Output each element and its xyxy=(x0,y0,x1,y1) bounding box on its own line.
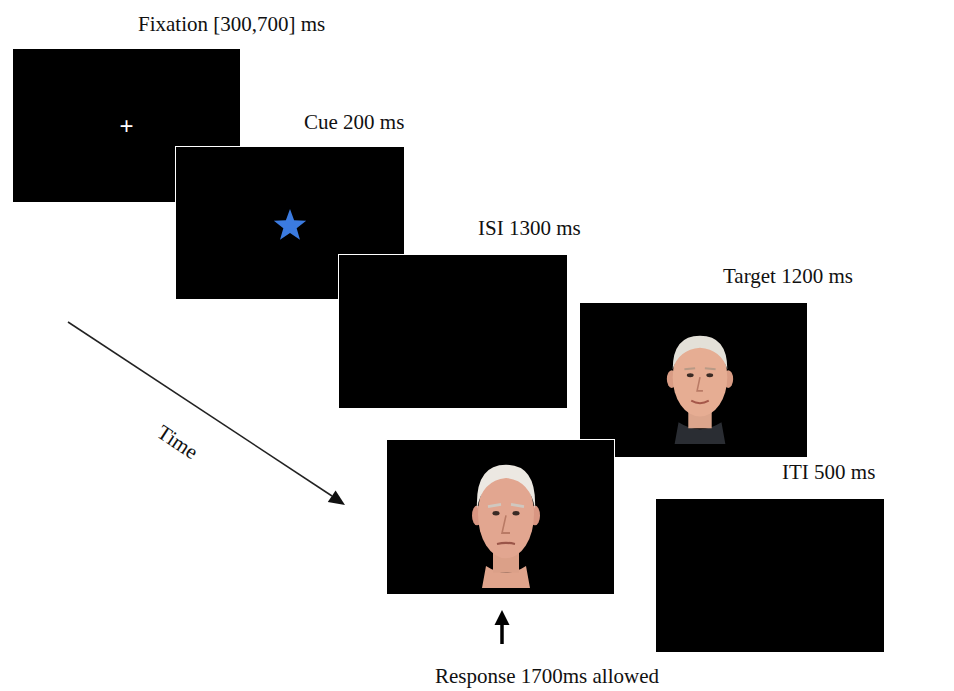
phase-label: Target 1200 ms xyxy=(723,264,853,288)
brows xyxy=(684,367,715,370)
eye xyxy=(513,511,520,515)
target-face xyxy=(661,326,739,444)
mouth xyxy=(691,401,709,403)
black-screen xyxy=(338,254,568,409)
fixation-cross: + xyxy=(119,114,133,138)
phase-label: ISI 1300 ms xyxy=(478,216,581,240)
arrow-head xyxy=(328,490,345,505)
label-holder: Time xyxy=(153,420,203,464)
phase-label: Cue 200 ms xyxy=(304,110,404,134)
nose xyxy=(502,515,510,533)
time-line xyxy=(68,322,332,496)
phase-label: ITI 500 ms xyxy=(782,460,875,484)
screen-frame: ITI 500 ms xyxy=(655,498,885,653)
eye xyxy=(493,511,500,515)
cue-star xyxy=(270,206,310,246)
mouth xyxy=(497,543,515,544)
response-face xyxy=(466,456,546,588)
response-arrow-head xyxy=(495,610,510,625)
black-screen xyxy=(655,498,885,653)
screen-frame: ISI 1300 ms xyxy=(338,254,568,409)
response-line xyxy=(500,622,504,644)
phase-label: Response 1700ms allowed xyxy=(435,664,659,688)
nose xyxy=(697,377,703,391)
brows xyxy=(488,504,524,506)
phase-label: Fixation [300,700] ms xyxy=(138,12,325,36)
eye xyxy=(706,373,713,377)
time-label: Time xyxy=(153,420,203,464)
eye xyxy=(687,373,694,377)
